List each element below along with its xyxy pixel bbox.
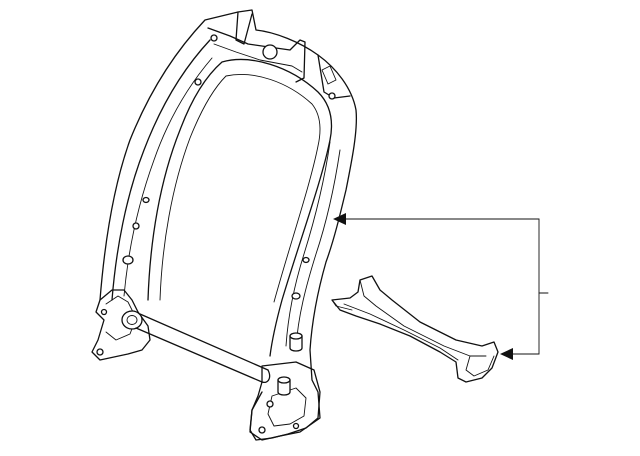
- frame-lower-left-hole: [96, 348, 104, 356]
- frame-cross-tube: [135, 313, 269, 383]
- arrowhead-bracket: [500, 348, 513, 360]
- seat-back-frame: [91, 9, 358, 441]
- frame-left-pivot-inner: [126, 315, 138, 325]
- frame-lower-right-hole-3: [266, 400, 274, 408]
- frame-left-hole-3: [142, 196, 150, 204]
- frame-top-tab-right: [317, 54, 351, 99]
- frame-lower-right-hole: [258, 426, 266, 434]
- bracket-end-flange: [465, 355, 495, 377]
- frame-right-rail-edge: [295, 149, 341, 349]
- frame-outer-outline: [99, 9, 358, 441]
- frame-top-tab-left: [235, 11, 253, 45]
- arrowhead-frame: [333, 213, 346, 225]
- frame-inner-opening-2: [159, 74, 321, 303]
- frame-left-pivot: [121, 310, 143, 330]
- frame-stud-bolt-1: [277, 379, 291, 396]
- frame-inner-opening: [147, 58, 333, 357]
- frame-cross-tube-end: [261, 369, 271, 384]
- frame-lower-left-bracket: [91, 289, 151, 361]
- reinforcement-bracket: [331, 275, 499, 383]
- frame-left-hole-2: [132, 222, 140, 230]
- frame-top-hole-small: [210, 34, 218, 42]
- frame-top-member: [207, 27, 306, 83]
- frame-lower-right-bracket: [249, 361, 321, 441]
- bracket-lip: [331, 299, 353, 311]
- frame-right-rail-edge-2: [285, 141, 331, 347]
- frame-left-hole-1: [122, 255, 134, 265]
- frame-stud-bolt-1-top: [277, 376, 291, 384]
- frame-left-hole-4: [194, 78, 202, 86]
- frame-left-rail-inner: [111, 39, 211, 301]
- frame-lower-right-hole-2: [292, 422, 300, 430]
- frame-right-hole-3: [302, 256, 310, 264]
- frame-stud-bolt-2: [289, 335, 303, 352]
- frame-top-member-2: [213, 43, 303, 73]
- callout-leader: [333, 213, 549, 360]
- frame-right-hole: [328, 92, 336, 100]
- frame-lower-left-hole-2: [100, 308, 108, 316]
- frame-right-hole-2: [291, 292, 301, 300]
- frame-lower-right-bracket-inner: [267, 387, 307, 427]
- bracket-inner-channel: [343, 303, 459, 361]
- bracket-outline: [331, 275, 499, 383]
- frame-stud-bolt-2-top: [289, 332, 303, 340]
- frame-top-hole: [262, 44, 278, 60]
- frame-left-rail-inner-2: [123, 57, 213, 297]
- frame-right-slot: [321, 65, 337, 85]
